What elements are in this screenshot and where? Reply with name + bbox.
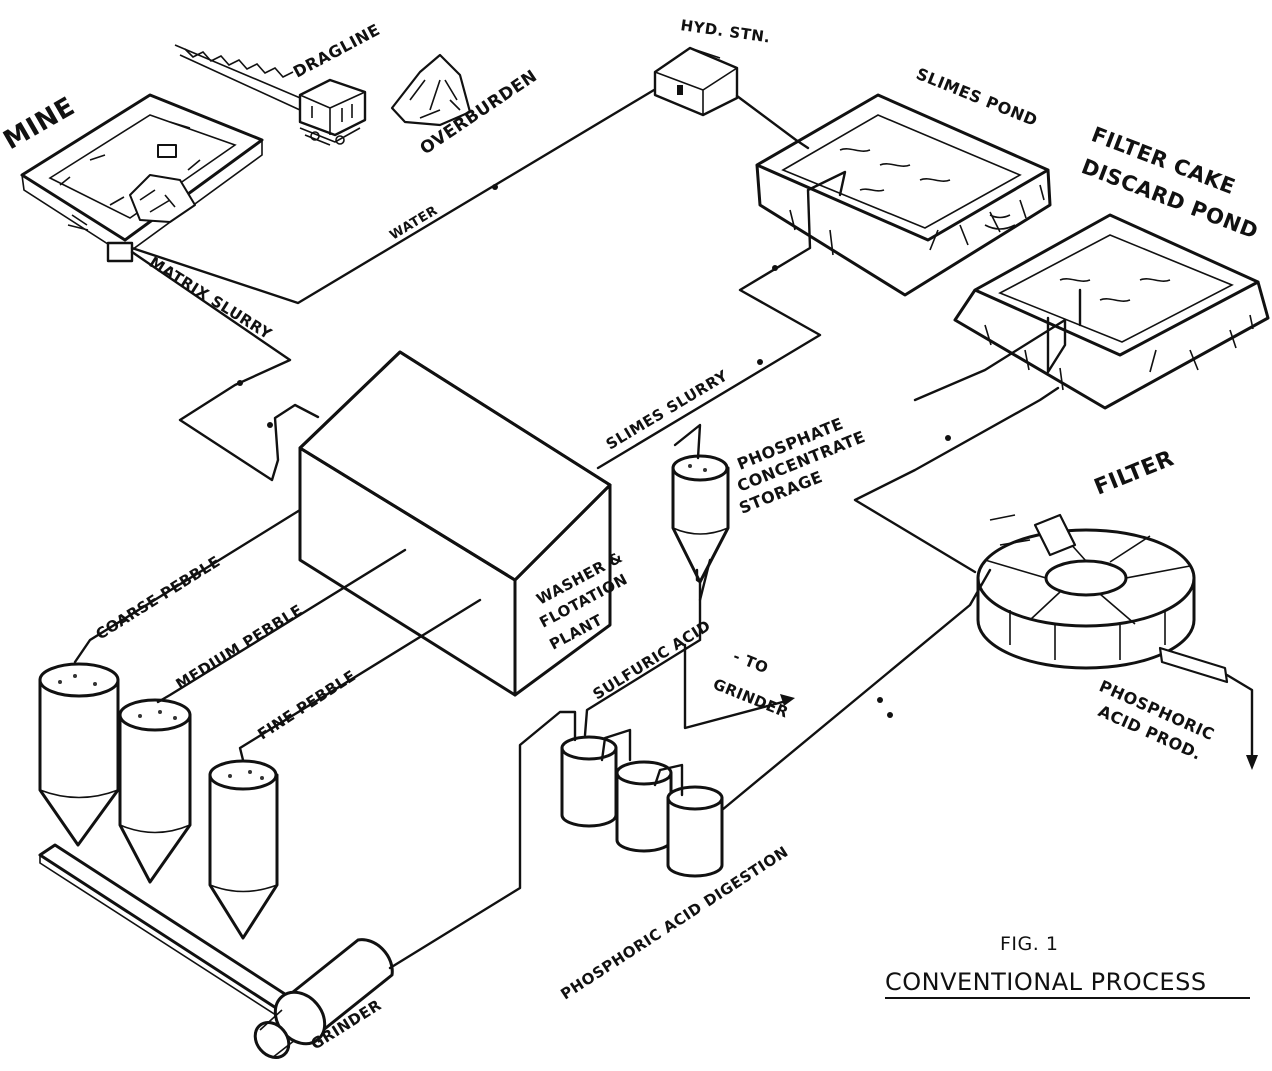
mine-pump [108,243,132,261]
fine-pebble-silo [210,761,277,938]
digestion-tank-1 [562,737,616,826]
label-fine-pebble: FINE PEBBLE [254,667,359,744]
label-medium-pebble: MEDIUM PEBBLE [173,601,306,694]
coarse-pebble-silo [40,664,118,845]
filter-cake-discard-pond [955,215,1268,408]
label-matrix-slurry: MATRIX SLURRY [146,253,276,343]
label-coarse-pebble: COARSE PEBBLE [93,552,224,643]
figure-title: CONVENTIONAL PROCESS [885,968,1207,996]
digestion-tank-2 [617,762,671,851]
label-sulfuric-acid: SULFURIC ACID [590,616,714,703]
label-to-grinder-1: - TO [731,647,772,677]
rotary-filter [978,515,1227,682]
label-filter: FILTER [1091,446,1178,500]
label-dragline: DRAGLINE [290,20,383,82]
digestion-tank-3 [668,787,722,876]
figure-number: FIG. 1 [1000,933,1058,955]
medium-pebble-silo [120,700,190,882]
label-hyd-stn: HYD. STN. [679,16,771,46]
slimes-pond [757,95,1050,295]
hydraulic-station [655,48,737,115]
phosphate-concentrate-storage [673,456,728,600]
label-slimes-slurry: SLIMES SLURRY [603,366,732,453]
label-to-grinder-2: GRINDER [711,675,792,722]
